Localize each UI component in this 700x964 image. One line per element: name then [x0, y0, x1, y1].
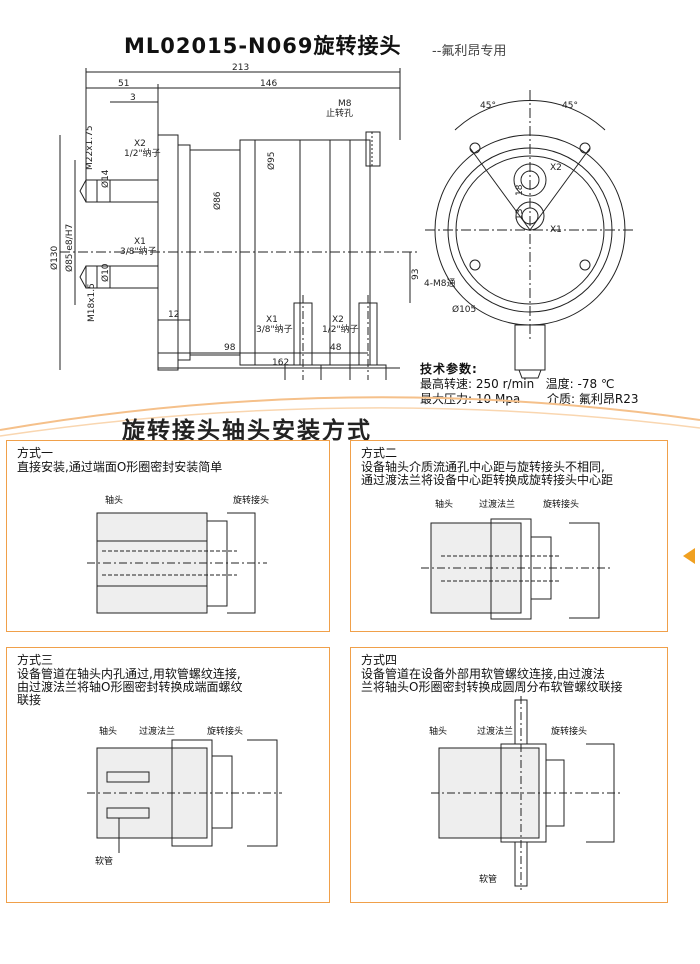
temp-label: 温度:	[545, 377, 574, 391]
medium-label: 介质:	[547, 392, 576, 406]
method-3-title: 方式三	[17, 653, 54, 667]
method-4-label-hose: 软管	[479, 873, 497, 885]
dim-93: 93	[411, 269, 421, 280]
method-1-desc: 直接安装,通过端面O形圈密封安装简单	[17, 460, 223, 474]
method-3-diagram: 轴头 过渡法兰 旋转接头 软管	[87, 725, 282, 867]
dim-51: 51	[118, 79, 129, 89]
dim-18: 18	[515, 184, 525, 196]
label-x1-left: X1	[134, 237, 146, 247]
dim-d130: Ø130	[49, 245, 60, 270]
method-1-title: 方式一	[17, 446, 54, 460]
triangle-marker-icon	[683, 548, 695, 564]
title-note: --氟利昂专用	[432, 44, 507, 59]
label-x2-bottom-sub: 1/2"纳子	[322, 323, 359, 335]
dim-13: 13	[515, 209, 525, 220]
method-4-title: 方式四	[361, 653, 398, 667]
decorative-arc	[0, 396, 700, 437]
technical-drawing: 213 146 51 3 M8 止转孔 X2 1/2"纳子 M22x1.75 Ø…	[49, 63, 635, 380]
method-4-label-joint: 旋转接头	[551, 725, 587, 737]
label-x1-left-sub: 3/8"纳子	[120, 245, 157, 257]
method-1-diagram: 轴头 旋转接头	[87, 494, 269, 614]
page-title: ML02015-N069旋转接头	[124, 34, 402, 58]
method-2-desc: 设备轴头介质流通孔中心距与旋转接头不相同, 通过渡法兰将设备中心距转换成旋转接头…	[361, 460, 614, 487]
speed-label: 最高转速:	[420, 377, 473, 391]
method-2-label-shaft: 轴头	[435, 498, 453, 510]
method-4-label-flange: 过渡法兰	[477, 725, 513, 737]
speed-value: 250 r/min	[475, 377, 535, 391]
dim-48: 48	[330, 343, 342, 353]
method-panel-3: 方式三 设备管道在轴头内孔通过,用软管螺纹连接, 由过渡法兰将轴O形圈密封转换成…	[6, 647, 330, 903]
method-4-diagram: 轴头 过渡法兰 旋转接头 软管	[429, 696, 621, 890]
dim-12: 12	[168, 310, 179, 320]
temp-value: -78 ℃	[577, 377, 615, 391]
label-stop-hole: 止转孔	[326, 107, 353, 119]
dim-d10: Ø10	[100, 263, 111, 282]
label-x2-bottom: X2	[332, 315, 344, 325]
method-3-label-flange: 过渡法兰	[139, 725, 175, 737]
method-2-title: 方式二	[361, 446, 398, 460]
label-x1-bottom-sub: 3/8"纳子	[256, 323, 293, 335]
dim-d85: Ø85 e8/H7	[64, 224, 75, 272]
method-2-label-joint: 旋转接头	[543, 498, 579, 510]
specs-row-1: 最高转速: 250 r/min 温度: -78 ℃	[420, 377, 638, 392]
method-2-diagram: 轴头 过渡法兰 旋转接头	[421, 498, 611, 620]
dim-98: 98	[224, 343, 236, 353]
angle-45-left: 45°	[480, 101, 496, 111]
dim-146: 146	[260, 79, 277, 89]
dim-162: 162	[272, 358, 289, 368]
method-4-label-shaft: 轴头	[429, 725, 447, 737]
method-panel-2: 方式二 设备轴头介质流通孔中心距与旋转接头不相同, 通过渡法兰将设备中心距转换成…	[350, 440, 668, 632]
method-3-label-joint: 旋转接头	[207, 725, 243, 737]
angle-45-right: 45°	[562, 101, 578, 111]
method-3-desc: 设备管道在轴头内孔通过,用软管螺纹连接, 由过渡法兰将轴O形圈密封转换成端面螺纹…	[17, 667, 243, 707]
dim-m8: M8	[338, 99, 352, 109]
label-x2-top-sub: 1/2"纳子	[124, 147, 161, 159]
method-1-label-shaft: 轴头	[105, 494, 123, 506]
label-x2-top: X2	[134, 139, 146, 149]
dim-d95: Ø95	[266, 151, 277, 170]
method-2-label-flange: 过渡法兰	[479, 498, 515, 510]
method-1-label-joint: 旋转接头	[233, 494, 269, 506]
specs-heading: 技术参数:	[420, 362, 478, 376]
label-x2-end: X2	[550, 163, 562, 173]
method-4-desc: 设备管道在设备外部用软管螺纹连接,由过渡法 兰将轴头O形圈密封转换成圆周分布软管…	[361, 667, 623, 694]
shaft-pin-bottom	[85, 265, 159, 289]
dim-d14: Ø14	[100, 169, 111, 188]
dim-m22: M22x1.75	[85, 125, 95, 170]
dim-d86: Ø86	[212, 191, 223, 210]
dim-d105: Ø105	[452, 304, 476, 315]
label-x1-bottom: X1	[266, 315, 278, 325]
label-4-m8: 4-M8通	[424, 278, 455, 289]
method-panel-4: 方式四 设备管道在设备外部用软管螺纹连接,由过渡法 兰将轴头O形圈密封转换成圆周…	[350, 647, 668, 903]
pressure-value: 10 Mpa	[475, 392, 521, 406]
method-panel-1: 方式一 直接安装,通过端面O形圈密封安装简单 轴头 旋转接头	[6, 440, 330, 632]
dim-m18: M18x1.5	[87, 283, 97, 322]
method-3-label-hose: 软管	[95, 855, 113, 867]
shaft-pin-top	[85, 179, 159, 203]
method-3-label-shaft: 轴头	[99, 725, 117, 737]
medium-value: 氟利昂R23	[578, 392, 639, 406]
dim-213: 213	[232, 63, 249, 73]
section-title: 旋转接头轴头安装方式	[122, 418, 372, 444]
dim-3: 3	[130, 93, 136, 103]
label-x1-end: X1	[550, 225, 562, 235]
